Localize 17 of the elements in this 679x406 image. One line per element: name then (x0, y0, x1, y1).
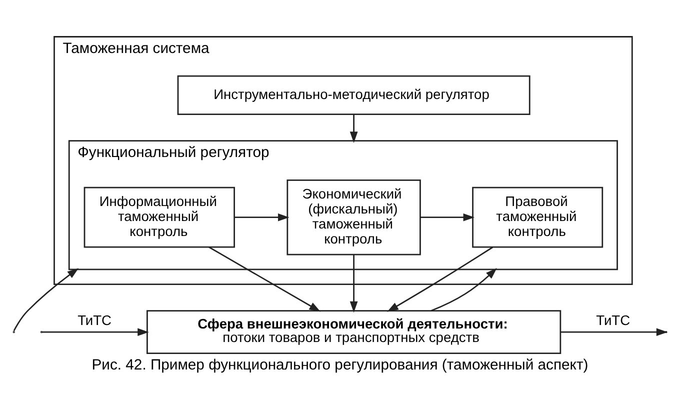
node-box: Инструментально-методический регулятор (176, 75, 530, 115)
arrow (234, 213, 289, 222)
node-box: Сфера внешнеэкономической деятельности: потоки товаров и транспортных средств (146, 310, 561, 354)
arrow (349, 254, 358, 313)
node-box: Правовой таможенный контроль (472, 186, 603, 248)
node-box: Информационный таможенный контроль (83, 186, 234, 248)
arrow (42, 328, 148, 336)
arrow (430, 268, 496, 312)
arrow (386, 246, 493, 312)
node-box: Экономический (фискальный) таможенный контроль (286, 179, 420, 256)
arrow (208, 246, 320, 312)
caption: Рис. 42. Пример функционального регулирования (таможенный аспект) (91, 357, 588, 374)
arrow (349, 114, 358, 143)
arrow (12, 268, 78, 332)
edge-label: ТиТС (596, 312, 630, 328)
edge-label: ТиТС (77, 312, 111, 328)
arrow (420, 213, 474, 222)
